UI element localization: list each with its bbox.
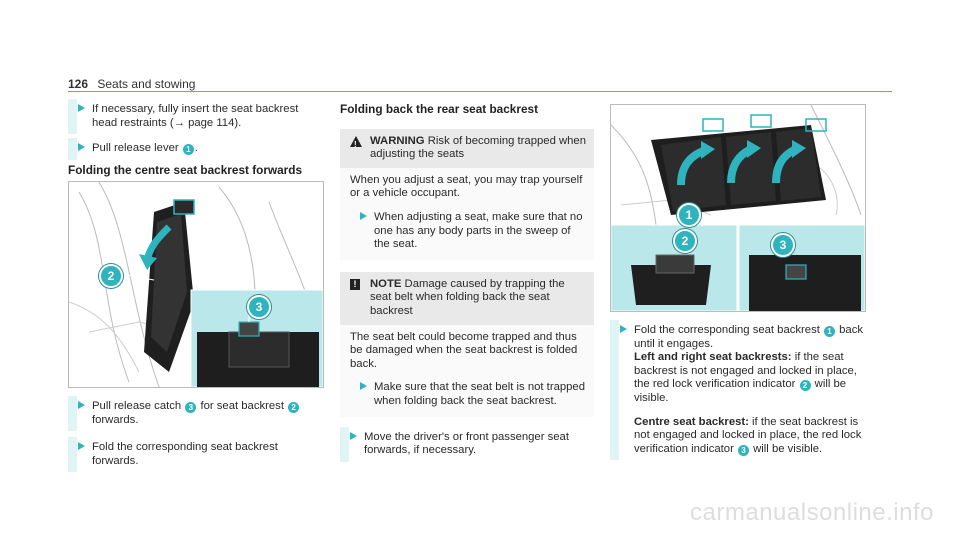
page-number: 126 bbox=[68, 77, 89, 91]
callout-badge: 3 bbox=[737, 444, 749, 456]
section-title: Seats and stowing bbox=[97, 77, 196, 91]
figure-rear-backrests: 1 2 3 bbox=[610, 104, 866, 312]
page-header: 126 Seats and stowing bbox=[68, 77, 195, 91]
column-1-lower: Pull release catch 3 for seat backrest 2… bbox=[68, 396, 324, 473]
section-heading-fold-forward: Folding the centre seat backrest forward… bbox=[68, 162, 303, 177]
step-arrow-icon bbox=[78, 104, 85, 112]
step-arrow-icon bbox=[360, 382, 367, 391]
warning-label: WARNING bbox=[370, 134, 425, 147]
column-3: Fold the corresponding seat backrest 1 b… bbox=[610, 320, 866, 461]
step-arrow-icon bbox=[350, 431, 357, 440]
step-arrow-icon bbox=[620, 325, 627, 333]
figure-callout-3: 3 bbox=[771, 233, 795, 257]
column-1: If necessary, fully insert the seat back… bbox=[68, 99, 324, 177]
column-2: Folding back the rear seat backrest WARN… bbox=[340, 102, 594, 462]
callout-badge: 3 bbox=[185, 402, 197, 413]
note-icon: ! bbox=[350, 278, 360, 290]
note-title: Damage caused by trapping the seat belt … bbox=[370, 277, 565, 317]
callout-badge: 1 bbox=[182, 144, 194, 156]
label-left-right: Left and right seat backrests: bbox=[634, 351, 792, 364]
header-rule bbox=[68, 91, 892, 92]
step-move-seat: Move the driver's or front passenger sea… bbox=[340, 426, 594, 462]
step-insert-head-restraints: If necessary, fully insert the seat back… bbox=[68, 99, 324, 135]
page-reference-link[interactable]: page 114 bbox=[188, 116, 235, 129]
step-pull-catch: Pull release catch 3 for seat backrest 2… bbox=[68, 396, 324, 432]
rear-seat-illustration bbox=[611, 105, 865, 311]
figure-centre-backrest: 2 3 bbox=[68, 181, 324, 388]
warning-title: Risk of becoming trapped when adjusting … bbox=[370, 134, 586, 161]
warning-icon bbox=[350, 135, 362, 151]
label-centre: Centre seat backrest: bbox=[634, 415, 749, 428]
reference-arrow-icon: → bbox=[173, 116, 185, 129]
warning-step: When adjusting a seat, make sure that no… bbox=[350, 211, 586, 252]
step-bar bbox=[68, 99, 77, 135]
para-left-right: Left and right seat backrests: if the se… bbox=[610, 351, 866, 410]
warning-body: When you adjust a seat, you may trap you… bbox=[350, 173, 583, 200]
para-centre: Centre seat backrest: if the seat backre… bbox=[610, 405, 866, 461]
figure-callout-2: 2 bbox=[673, 229, 697, 253]
note-label: NOTE bbox=[370, 277, 402, 290]
callout-badge: 1 bbox=[824, 326, 836, 337]
callout-badge: 2 bbox=[288, 402, 300, 413]
note-body: The seat belt could become trapped and t… bbox=[350, 330, 578, 370]
warning-box: WARNING Risk of becoming trapped when ad… bbox=[340, 128, 594, 260]
note-step: Make sure that the seat belt is not trap… bbox=[350, 381, 586, 408]
callout-badge: 2 bbox=[799, 380, 811, 392]
figure-callout-3: 3 bbox=[247, 295, 271, 319]
step-arrow-icon bbox=[78, 442, 85, 451]
step-arrow-icon bbox=[78, 143, 85, 152]
figure-callout-2: 2 bbox=[99, 264, 123, 288]
step-pull-lever: Pull release lever 1. bbox=[68, 138, 324, 160]
step-fold-back: Fold the corresponding seat backrest 1 b… bbox=[610, 320, 866, 356]
watermark: carmanualsonline.info bbox=[690, 499, 934, 526]
step-fold-forward: Fold the corresponding seat backrest for… bbox=[68, 437, 324, 473]
section-heading-fold-back: Folding back the rear seat backrest bbox=[340, 102, 539, 116]
figure-callout-1: 1 bbox=[677, 203, 701, 227]
step-arrow-icon bbox=[360, 211, 367, 220]
note-box: ! NOTE Damage caused by trapping the sea… bbox=[340, 271, 594, 417]
step-arrow-icon bbox=[78, 401, 85, 409]
